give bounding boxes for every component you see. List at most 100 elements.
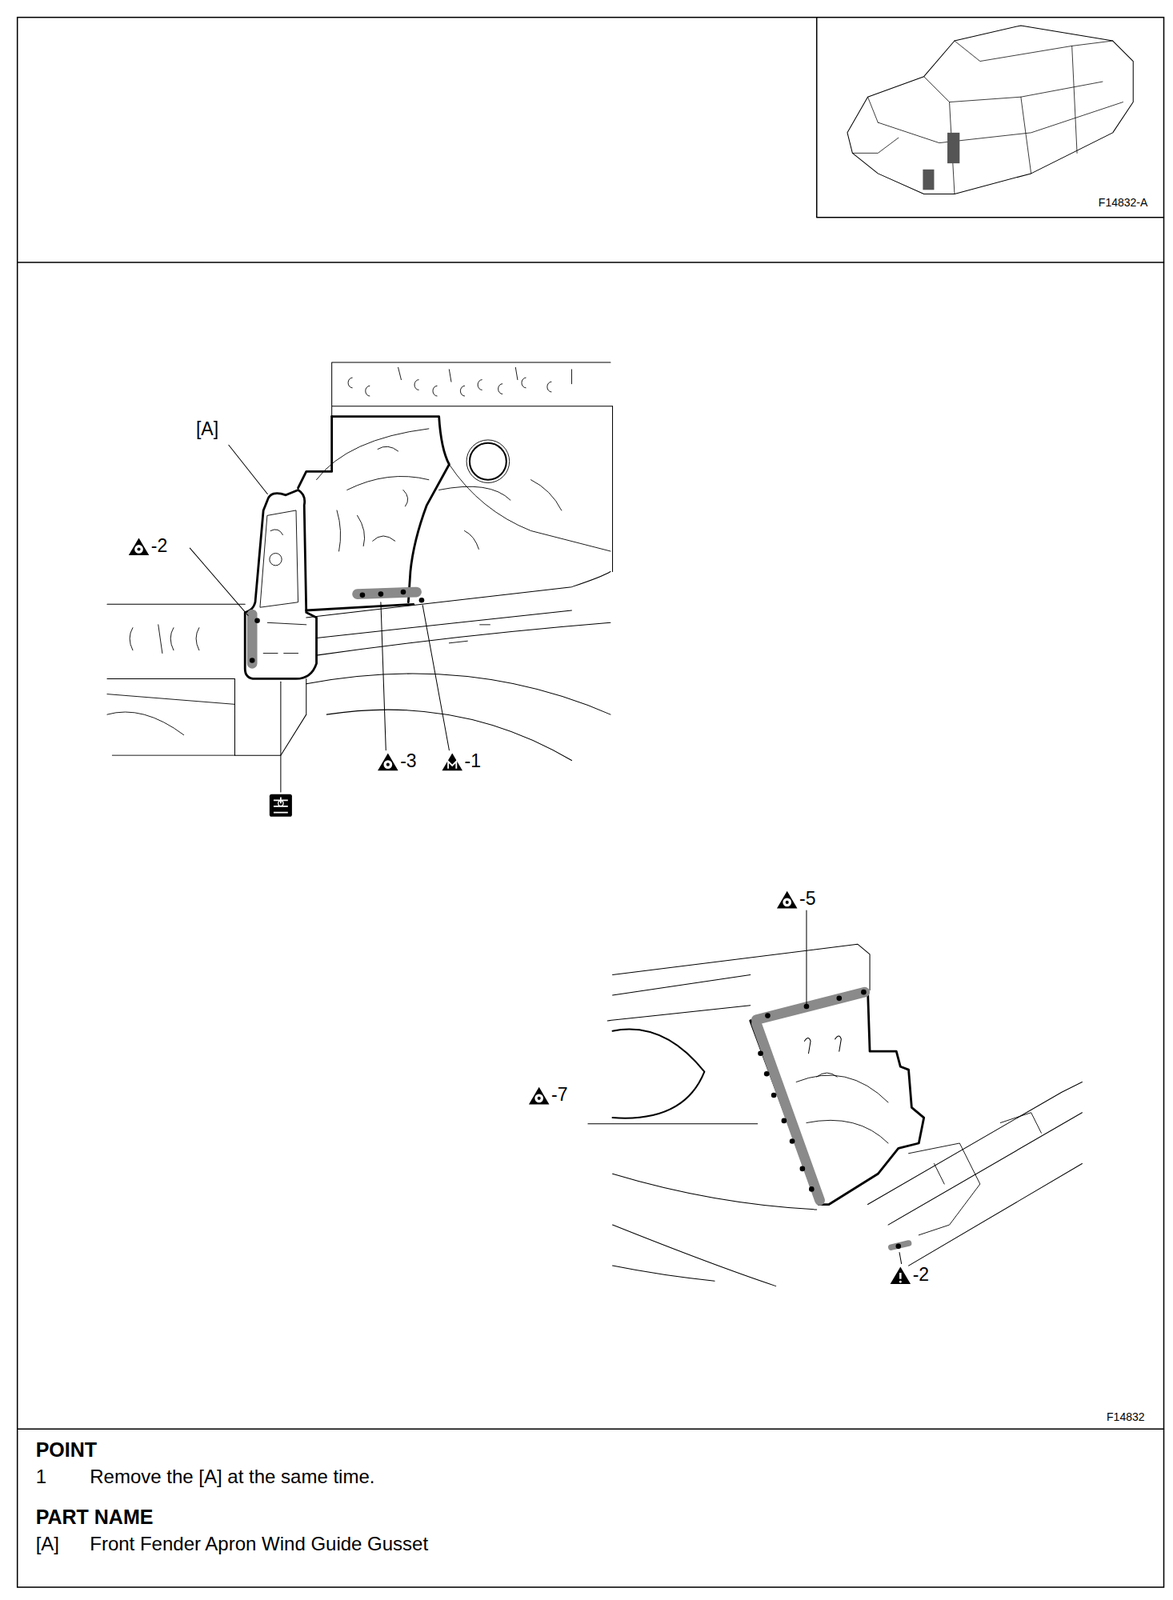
- highlight-area: [922, 169, 934, 191]
- section-heading: POINT: [36, 1438, 97, 1462]
- car-body: [877, 102, 1123, 144]
- callout-symbol: [782, 898, 792, 908]
- weld-dot: [254, 617, 261, 624]
- callout-symbol: [899, 1281, 902, 1284]
- car-body: [847, 25, 1133, 195]
- callout-number: -2: [151, 535, 168, 557]
- figure-number: F14832: [1106, 1410, 1145, 1424]
- outline-line: [398, 367, 573, 384]
- weld-symbol: [273, 796, 289, 813]
- callout-number: -3: [400, 750, 417, 772]
- weld-band: [756, 992, 865, 1020]
- outline-line: [612, 406, 613, 573]
- callout-symbol: [128, 537, 150, 556]
- callout-number: -5: [799, 888, 816, 909]
- weld-dot: [860, 989, 867, 996]
- weld-band: [756, 1024, 820, 1202]
- panel-outline: [750, 990, 925, 1206]
- hole: [414, 380, 419, 391]
- weld-dot: [249, 657, 256, 664]
- hole: [547, 381, 552, 393]
- frame-rail: [306, 571, 611, 656]
- frame-block: [234, 678, 306, 756]
- frame-divider: [17, 261, 1165, 264]
- leader-line: [228, 444, 268, 494]
- callout-symbol: [890, 1266, 912, 1285]
- hole: [365, 385, 370, 397]
- weld-dot: [836, 996, 842, 1002]
- hole: [460, 385, 465, 397]
- callout-symbol: [528, 1087, 550, 1105]
- panel-detail: [439, 464, 611, 552]
- wheel-arch: [306, 673, 611, 761]
- frame-divider: [17, 1428, 1165, 1430]
- weld-dot: [757, 1050, 764, 1057]
- leader-line: [899, 1253, 902, 1265]
- panel-detail: [316, 428, 429, 552]
- leader-line: [588, 1123, 758, 1125]
- callout-symbol: [534, 1094, 544, 1104]
- car-body: [924, 76, 1103, 103]
- callout-symbol: [134, 544, 144, 554]
- frame-rail: [107, 694, 235, 757]
- car-body: [949, 45, 1077, 194]
- frame-rail: [107, 604, 245, 679]
- weld-dot: [800, 1166, 806, 1173]
- weld-symbol: [269, 794, 293, 817]
- part-reference: [A]: [196, 418, 219, 440]
- car-body: [852, 96, 898, 153]
- weld-dot: [764, 1071, 770, 1077]
- thumbnail-frame: [816, 17, 1165, 218]
- weld-dot: [781, 1118, 788, 1125]
- callout-symbol: [785, 900, 789, 905]
- weld-dot: [400, 589, 407, 596]
- weld-dot: [360, 592, 366, 599]
- section-heading: PART NAME: [36, 1505, 154, 1530]
- weld-dot: [771, 1092, 777, 1099]
- panel-detail: [796, 1072, 889, 1144]
- callout-number: -2: [912, 1264, 929, 1286]
- hole: [269, 553, 282, 566]
- panel-detail: [804, 1036, 841, 1054]
- callout-symbol: [383, 760, 393, 769]
- gusset-detail: [260, 510, 298, 608]
- hole: [348, 377, 353, 389]
- hole: [432, 385, 437, 397]
- weld-dot: [789, 1138, 796, 1145]
- deck-line: [607, 944, 870, 1021]
- part-name: Front Fender Apron Wind Guide Gusset: [89, 1533, 429, 1556]
- weld-dot: [419, 597, 425, 604]
- hole: [466, 440, 510, 484]
- callout-number: -1: [464, 750, 481, 772]
- panel-outline: [332, 416, 450, 603]
- callout-symbol: [441, 753, 463, 772]
- callout-number: -7: [551, 1084, 568, 1105]
- leader-line: [805, 910, 807, 1005]
- panel-outline: [298, 416, 333, 489]
- outline-line: [332, 362, 613, 419]
- callout-symbol: [136, 547, 141, 551]
- leader-line: [422, 605, 449, 751]
- callout-symbol: [537, 1096, 541, 1101]
- weld-dot: [808, 1186, 815, 1193]
- weld-band: [357, 592, 417, 595]
- hole: [498, 384, 503, 395]
- bracket: [908, 1112, 1042, 1236]
- callout-symbol: [899, 1273, 902, 1280]
- hole: [612, 1029, 705, 1119]
- weld-dot: [895, 1244, 901, 1250]
- gusset-detail: [263, 529, 307, 654]
- leader-line: [189, 548, 249, 616]
- callout-symbol: [377, 753, 399, 772]
- part-reference: [A]: [36, 1533, 60, 1556]
- frame-rail: [868, 1081, 1083, 1266]
- gusset-outline: [244, 489, 317, 679]
- weld-dot: [378, 591, 385, 597]
- hole: [469, 443, 507, 481]
- callout-symbol: [448, 761, 457, 769]
- hole: [477, 380, 482, 391]
- leader-line: [280, 681, 281, 793]
- note-text: Remove the [A] at the same time.: [89, 1465, 375, 1489]
